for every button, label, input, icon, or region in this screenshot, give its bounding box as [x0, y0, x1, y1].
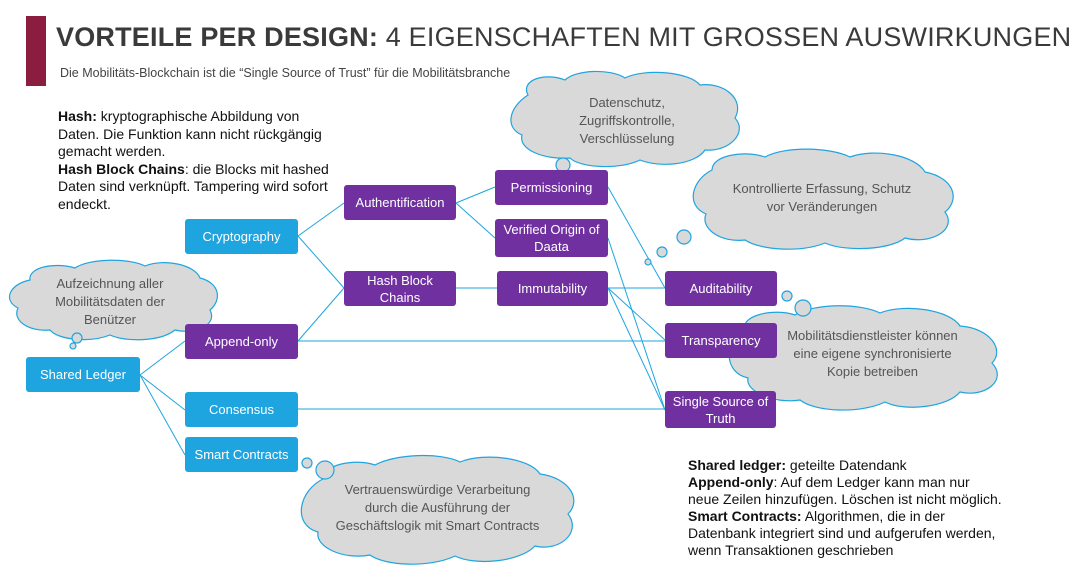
page-title-rest: 4 EIGENSCHAFTEN MIT GROSSEN AUSWIRKUNGEN — [385, 22, 1071, 52]
cloud-erfassung-bubble-2 — [656, 246, 668, 258]
cloud-aufzeichnung-text: Aufzeichnung aller Mobilitätsdaten der B… — [55, 276, 165, 327]
connector-ledger-contracts — [139, 374, 186, 456]
connector-origin-single — [607, 237, 666, 411]
cloud-vertrauen — [300, 454, 575, 565]
cloud-aufzeichnung-bubble-2 — [69, 342, 77, 350]
cloud-dienstleister-bubble-1 — [794, 299, 812, 317]
cloud-datenschutz — [510, 70, 740, 168]
connector-immut-single — [607, 287, 666, 411]
node-append-only: Append-only — [185, 324, 298, 359]
connector-lines — [139, 186, 666, 456]
node-transparency: Transparency — [665, 323, 777, 358]
node-smart-contracts: Smart Contracts — [185, 437, 298, 472]
node-consensus: Consensus — [185, 392, 298, 427]
page-title-bold: VORTEILE PER DESIGN: — [56, 22, 379, 52]
cloud-datenschutz-text: Datenschutz, Zugriffskontrolle, Verschlü… — [579, 95, 675, 146]
hash-chain-text: : die Blocks mit hashed Daten sind verkn… — [58, 160, 329, 212]
hash-definition-note: Hash: kryptographische Abbildung von Dat… — [58, 108, 333, 213]
contracts-term: Smart Contracts: — [688, 508, 802, 524]
node-hash-block-chains: Hash Block Chains — [344, 271, 456, 306]
cloud-erfassung — [692, 148, 954, 250]
hash-chain-term: Hash Block Chains — [58, 160, 185, 177]
title-accent-bar — [26, 16, 46, 86]
connector-ledger-consensus — [139, 374, 186, 411]
connector-ledger-append — [139, 340, 186, 376]
page-title: VORTEILE PER DESIGN: 4 EIGENSCHAFTEN MIT… — [56, 22, 1071, 53]
node-authentification: Authentification — [344, 185, 456, 220]
cloud-vertrauen-bubble-2 — [301, 457, 313, 469]
diagram-canvas — [8, 70, 998, 565]
node-immutability: Immutability — [497, 271, 608, 306]
cloud-dienstleister-bubble-2 — [781, 290, 793, 302]
node-single-source-of-truth: Single Source of Truth — [665, 391, 776, 428]
connector-crypto-auth — [297, 202, 345, 237]
cloud-dienstleister-text: Mobilitätsdienstleister können eine eige… — [787, 328, 958, 379]
node-verified-origin: Verified Origin of Daata — [495, 219, 608, 257]
cloud-vertrauen-bubble-1 — [315, 460, 335, 480]
append-text: : Auf dem Ledger kann man nur neue Zeile… — [688, 474, 1002, 507]
connector-perm-audit — [607, 186, 666, 289]
ledger-text: geteilte Datendank — [786, 457, 907, 473]
connector-auth-perm — [455, 186, 496, 204]
connector-append-hash — [297, 287, 345, 342]
node-permissioning: Permissioning — [495, 170, 608, 205]
contracts-text: Algorithmen, die in der Datenbank integr… — [688, 508, 996, 558]
connector-crypto-hash — [297, 235, 345, 289]
cloud-vertrauen-text: Vertrauenswürdige Verarbeitung durch die… — [335, 482, 540, 533]
ledger-term: Shared ledger: — [688, 457, 787, 473]
cloud-erfassung-text: Kontrollierte Erfassung, Schutz vor Verä… — [732, 181, 912, 214]
cloud-erfassung-bubble-3 — [644, 258, 652, 266]
ledger-definition-note: Shared ledger: geteilte Datendank Append… — [688, 457, 1003, 559]
cloud-erfassung-bubble-1 — [676, 229, 692, 245]
node-shared-ledger: Shared Ledger — [26, 357, 140, 392]
append-term: Append-only — [688, 474, 774, 490]
page-subtitle: Die Mobilitäts-Blockchain ist die “Singl… — [60, 66, 511, 80]
cloud-aufzeichnung-bubble-1 — [71, 332, 83, 344]
node-auditability: Auditability — [665, 271, 777, 306]
hash-term: Hash: — [58, 108, 97, 124]
connector-immut-transp — [607, 287, 666, 341]
hash-text: kryptographische Abbildung von Daten. Di… — [58, 108, 322, 159]
connector-auth-origin — [455, 202, 496, 239]
node-cryptography: Cryptography — [185, 219, 298, 254]
